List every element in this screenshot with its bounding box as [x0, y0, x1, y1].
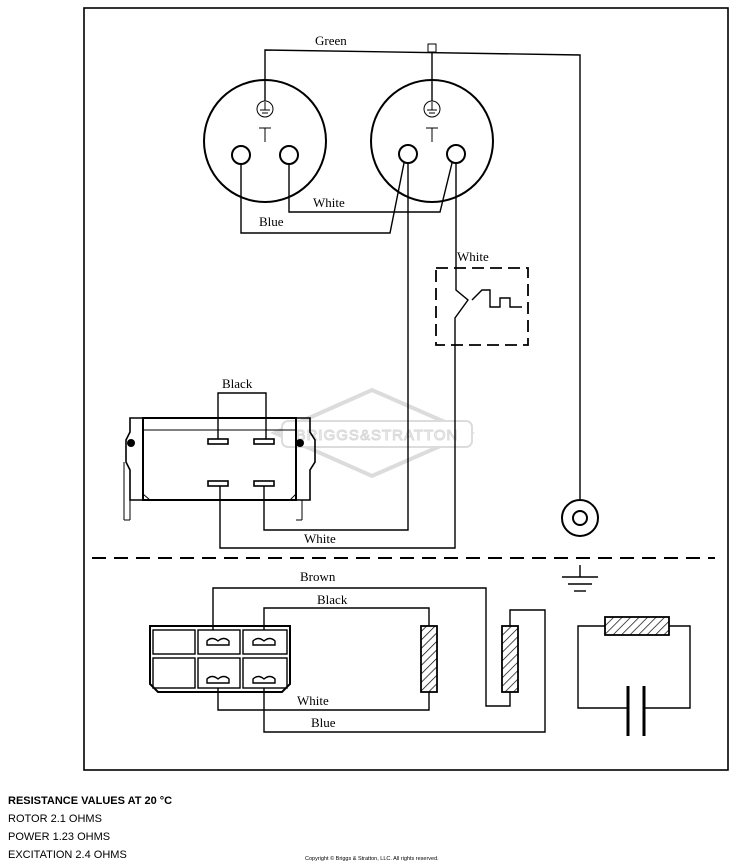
- label-blue-bottom: Blue: [311, 715, 336, 730]
- wire-white-bottom: [217, 688, 430, 711]
- wire-black-bottom: [263, 607, 430, 630]
- wire-blue-top: [240, 162, 405, 234]
- wire-black-jumper: [217, 392, 267, 439]
- terminal-white-left: [279, 145, 299, 165]
- label-green: Green: [315, 33, 347, 48]
- watermark-logo: BRIGGS&STRATTON: [270, 387, 475, 479]
- circuit-breaker: [435, 163, 529, 346]
- specs-heading: RESISTANCE VALUES AT 20 °C: [8, 795, 173, 807]
- connector-lower: [149, 625, 291, 693]
- wire-white-top: [288, 162, 453, 213]
- winding-power: [420, 625, 438, 693]
- label-brown: Brown: [300, 569, 336, 584]
- label-black-conn: Black: [222, 376, 253, 391]
- resistance-specs: RESISTANCE VALUES AT 20 °C ROTOR 2.1 OHM…: [8, 792, 172, 864]
- label-white-switch: White: [457, 249, 489, 264]
- wire-green: [264, 43, 581, 500]
- label-black-bottom: Black: [317, 592, 348, 607]
- ground-icon: [260, 102, 270, 114]
- spec-excitation: EXCITATION 2.4 OHMS: [8, 849, 127, 861]
- label-blue-top: Blue: [259, 214, 284, 229]
- label-white-top: White: [313, 195, 345, 210]
- connector-upper: [123, 417, 316, 521]
- wire-brown: [212, 587, 511, 707]
- ground-icon: [427, 102, 437, 114]
- copyright-notice: Copyright © Briggs & Stratton, LLC. All …: [305, 856, 439, 862]
- terminal-blue-left: [231, 145, 251, 165]
- wire-white-mid: [219, 163, 456, 549]
- rotor-capacitor-circuit: [577, 616, 691, 736]
- diagram-frame: [83, 7, 729, 771]
- ground-symbol-icon: [562, 565, 598, 592]
- spec-power: POWER 1.23 OHMS: [8, 831, 111, 843]
- watermark-text: BRIGGS&STRATTON: [296, 427, 459, 444]
- spec-rotor: ROTOR 2.1 OHMS: [8, 813, 102, 825]
- label-white-mid: White: [304, 531, 336, 546]
- winding-excitation: [501, 625, 519, 693]
- terminal-blue-right: [398, 144, 418, 164]
- ground-terminal: [561, 499, 599, 537]
- terminal-white-right: [446, 144, 466, 164]
- wire-blue-bottom: [263, 609, 546, 733]
- label-white-bottom: White: [297, 693, 329, 708]
